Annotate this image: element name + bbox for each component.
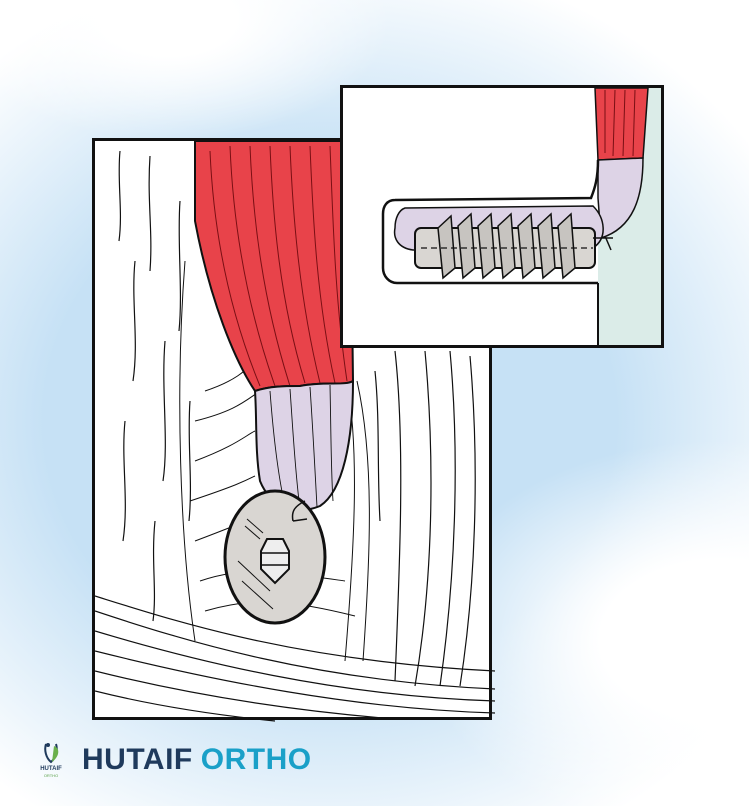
screw-threads bbox=[437, 212, 576, 280]
base-fibers bbox=[95, 595, 495, 722]
suture bbox=[291, 500, 308, 522]
bone-texture-right bbox=[374, 350, 476, 687]
bone-tunnel bbox=[381, 159, 600, 285]
logo-text: HUTAIF bbox=[40, 766, 62, 772]
brand-name-part1: HUTAIF bbox=[82, 743, 193, 776]
inset-illustration bbox=[381, 88, 661, 345]
brand-name-part2: ORTHO bbox=[200, 743, 312, 776]
inset-cross-section-panel bbox=[340, 85, 664, 348]
hutaif-ortho-logo-icon: HUTAIF ORTHO bbox=[34, 740, 68, 780]
inset-muscle bbox=[594, 88, 649, 161]
logo-subtext: ORTHO bbox=[43, 773, 59, 778]
muscle-fibers bbox=[209, 145, 348, 387]
bone-texture-left bbox=[118, 150, 192, 622]
hex-socket-icon bbox=[260, 538, 290, 585]
inset-suture bbox=[593, 235, 613, 251]
main-illustration bbox=[95, 141, 495, 722]
